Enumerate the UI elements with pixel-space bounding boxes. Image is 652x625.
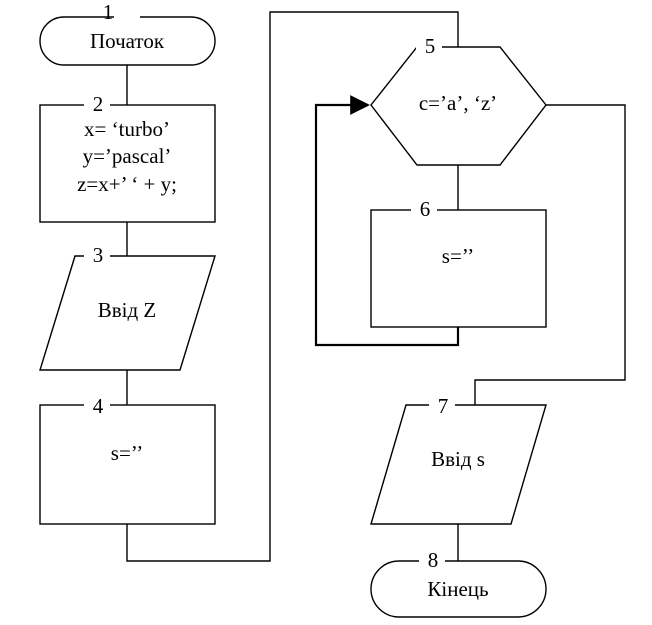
block-2-number: 2 xyxy=(93,92,104,116)
block-numbers: 1 2 3 4 5 6 7 8 xyxy=(84,0,455,572)
block-1-start: Початок xyxy=(39,16,216,66)
block-8-end: Кінець xyxy=(370,560,547,618)
io-shape xyxy=(39,255,216,371)
block-1-label: Початок xyxy=(90,29,165,53)
block-7-input: Ввід s xyxy=(370,404,547,525)
process-shape xyxy=(39,404,216,525)
connector-5-7 xyxy=(474,104,626,405)
connectors xyxy=(126,11,626,562)
block-2-line-3: z=x+’ ‘ + y; xyxy=(77,172,177,196)
block-2-assignments: x= ‘turbo’ y=’pascal’ z=x+’ ‘ + y; xyxy=(39,104,216,223)
block-6-assignment: s=’’ xyxy=(370,209,547,328)
block-2-line-2: y=’pascal’ xyxy=(83,144,172,168)
connector-4-5 xyxy=(126,11,459,562)
block-3-input: Ввід Z xyxy=(39,255,216,371)
block-3-label: Ввід Z xyxy=(98,298,157,322)
loop-hexagon-shape xyxy=(370,46,547,166)
block-4-label: s=’’ xyxy=(111,441,143,465)
block-5-label: c=’a’, ‘z’ xyxy=(419,91,497,115)
process-shape xyxy=(39,104,216,223)
block-7-number: 7 xyxy=(438,394,449,418)
terminator-shape xyxy=(370,560,547,618)
io-shape xyxy=(370,404,547,525)
block-8-number: 8 xyxy=(428,548,439,572)
block-5-number: 5 xyxy=(425,34,436,58)
block-4-assignment: s=’’ xyxy=(39,404,216,525)
block-6-number: 6 xyxy=(420,197,431,221)
process-shape xyxy=(370,209,547,328)
block-5-loop: c=’a’, ‘z’ xyxy=(370,46,547,166)
block-3-number: 3 xyxy=(93,243,104,267)
block-8-label: Кінець xyxy=(427,577,488,601)
block-2-line-1: x= ‘turbo’ xyxy=(84,117,170,141)
loop-back-arrow xyxy=(314,95,460,347)
block-1-number: 1 xyxy=(103,0,114,24)
block-7-label: Ввід s xyxy=(431,447,485,471)
block-4-number: 4 xyxy=(93,394,104,418)
block-6-label: s=’’ xyxy=(442,244,474,268)
